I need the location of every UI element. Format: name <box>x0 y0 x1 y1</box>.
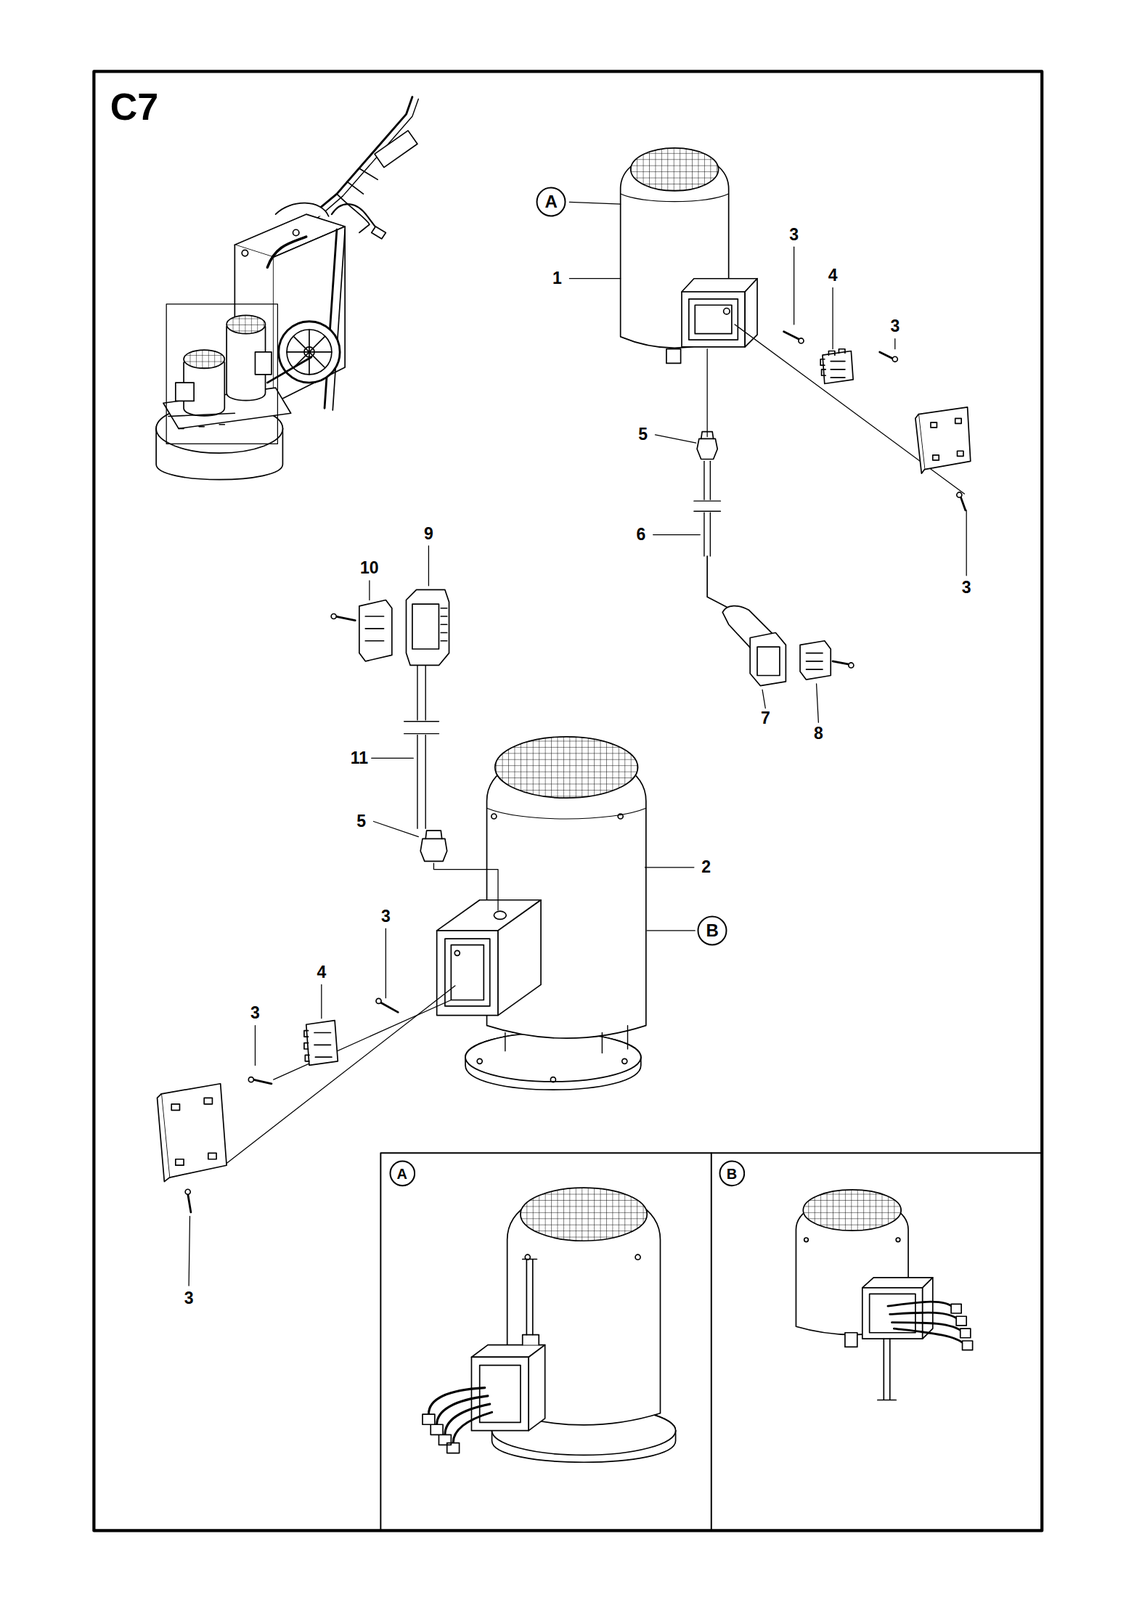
inset-frame <box>380 1152 1042 1531</box>
callout-letter: A <box>397 1166 408 1182</box>
callout-number: 1 <box>552 270 562 287</box>
callout-number: 3 <box>789 226 799 244</box>
callout-number: 6 <box>635 526 646 544</box>
inset-divider <box>710 1152 713 1531</box>
figure-title: C7 <box>110 87 159 126</box>
callout-circle: B <box>696 915 728 946</box>
callout-letter: B <box>706 922 719 940</box>
callout-circle: A <box>535 186 567 218</box>
callout-circle: A <box>389 1160 416 1188</box>
callout-number: 5 <box>638 426 648 443</box>
inset-b-motor <box>795 1189 973 1401</box>
callout-number: 3 <box>890 317 900 335</box>
callout-number: 3 <box>250 1004 260 1022</box>
motor-b <box>157 545 696 1286</box>
callout-number: 5 <box>356 813 366 830</box>
callout-number: 2 <box>701 858 711 876</box>
callout-number: 3 <box>381 908 391 925</box>
callout-number: 3 <box>184 1290 194 1307</box>
inset-a-motor <box>422 1187 676 1463</box>
callout-number: 4 <box>316 964 326 981</box>
callout-number: 9 <box>423 525 434 543</box>
callout-number: 11 <box>350 749 369 767</box>
callout-number: 7 <box>760 710 771 727</box>
callout-circle: B <box>718 1160 746 1188</box>
motor-a <box>569 148 970 723</box>
callout-letter: A <box>544 193 557 211</box>
callout-letter: B <box>726 1166 737 1182</box>
callout-number: 10 <box>360 559 379 577</box>
callout-number: 3 <box>961 579 972 597</box>
machine-sketch <box>156 97 419 480</box>
callout-number: 8 <box>813 725 824 742</box>
page-frame <box>93 71 1042 1531</box>
callout-number: 4 <box>828 267 838 284</box>
